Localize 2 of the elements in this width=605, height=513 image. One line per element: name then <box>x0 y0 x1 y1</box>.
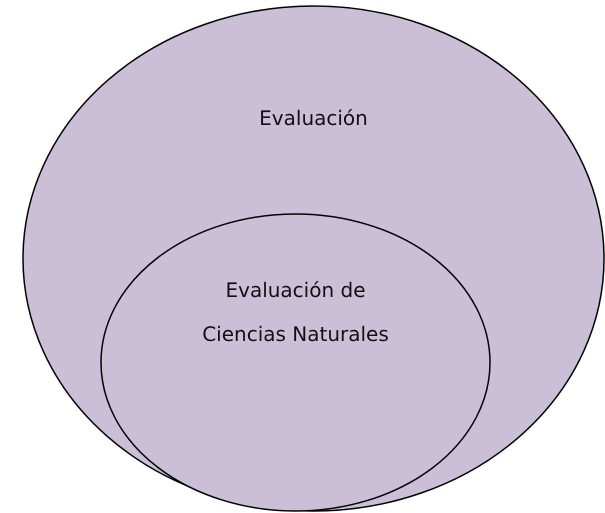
node-label: Evaluación <box>258 105 369 132</box>
node-label: Evaluación de Ciencias Naturales <box>201 277 390 348</box>
